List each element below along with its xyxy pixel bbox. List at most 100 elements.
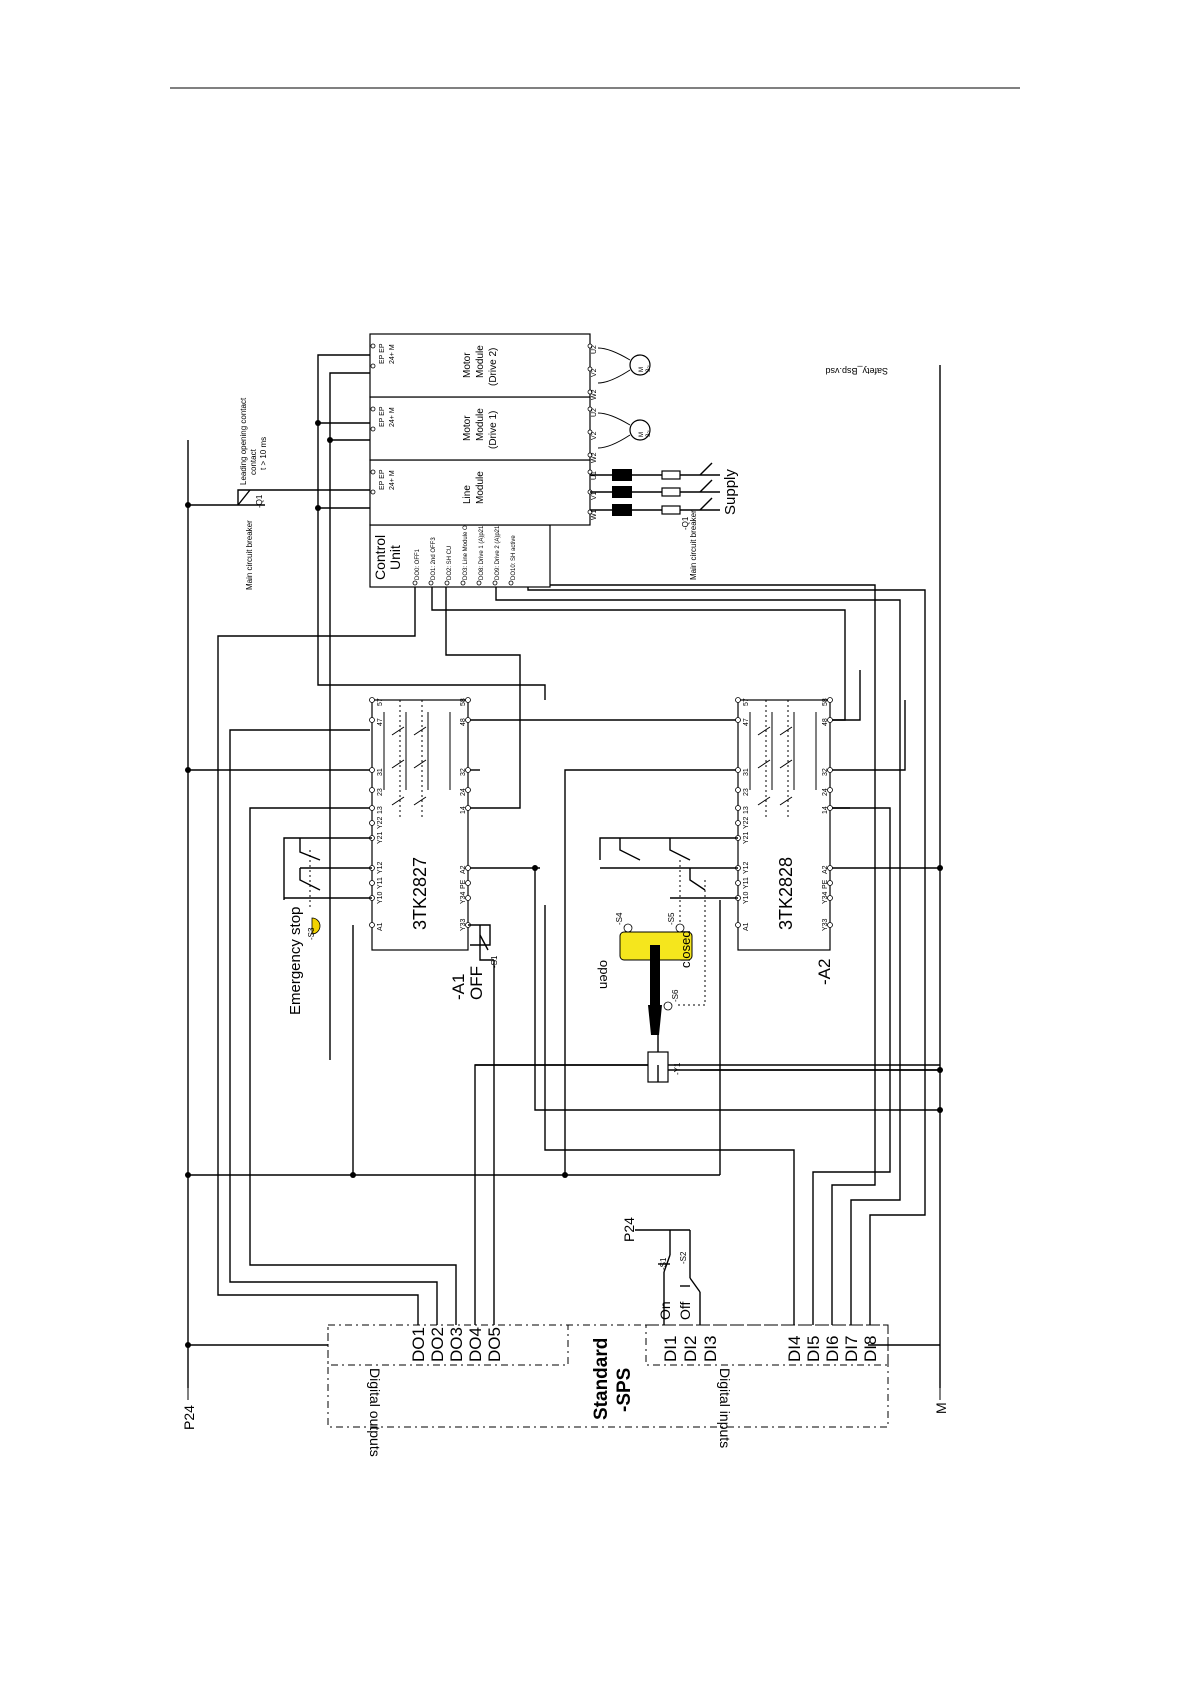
- plc-switch-on: On: [657, 1301, 673, 1320]
- motor-2-icon: [629, 354, 651, 376]
- plc-inputs-label: Digital inputs: [717, 1368, 733, 1448]
- relay_a1-terminal-y34: [465, 895, 471, 901]
- relay_a2-terminal-32: [827, 767, 833, 773]
- plc-output-do3: DO3: [447, 1327, 466, 1362]
- breaker-top-label: Main circuit breaker: [245, 520, 254, 590]
- relay_a1-terminal-32: [465, 767, 471, 773]
- svg-text:3~: 3~: [646, 430, 652, 437]
- relay_a1-terminal-label-y10: Y10: [377, 891, 384, 904]
- plc-input-di2: DI2: [681, 1336, 700, 1362]
- relay_a2-terminal-31: [735, 767, 741, 773]
- relay_a1-terminal-label-58: 58: [460, 698, 467, 706]
- relay_a1-terminal-47: [369, 717, 375, 723]
- plc-input-di5: DI5: [804, 1336, 823, 1362]
- emergency-stop-s3: Emergency stop -S3: [283, 837, 372, 1015]
- relay_a2-terminal-label-31: 31: [743, 768, 750, 776]
- plc-input-di7: DI7: [842, 1336, 861, 1362]
- module-name: Module: [475, 345, 486, 378]
- module-ep-label: EP EP: [379, 406, 386, 427]
- relay_a2-terminal-label-13: 13: [743, 806, 750, 814]
- module-output-label-u2: U2: [591, 408, 598, 417]
- module-output-label-v1: V1: [591, 491, 598, 500]
- choke-icon: [612, 504, 632, 516]
- relay_a2-terminal-24: [827, 787, 833, 793]
- relay-a1-off: OFF: [467, 966, 486, 1000]
- estop-mushroom-icon: [311, 917, 321, 935]
- module-output-w2: [587, 389, 593, 395]
- relay_a1-terminal-label-23: 23: [377, 788, 384, 796]
- breaker-top-contact-2: contact: [249, 448, 258, 475]
- module-output-w2: [587, 452, 593, 458]
- relay_a1-terminal-24: [465, 787, 471, 793]
- supply-phases: [590, 462, 720, 516]
- cu-output-terminal: [460, 580, 466, 586]
- module-name: Module: [475, 471, 486, 504]
- relay_a1-terminal-label-24: 24: [460, 788, 467, 796]
- cu-output-terminal: [508, 580, 514, 586]
- module-output-label-w2: W2: [591, 389, 598, 400]
- plc-switch-p24: P24: [621, 1217, 637, 1242]
- relay_a2-terminal-y11: [735, 880, 741, 886]
- module-0: [369, 459, 591, 526]
- module-output-label-v2: V2: [591, 431, 598, 440]
- cu-output-label: DO8: Drive 1 (A)p2161: [479, 518, 485, 580]
- door-interlock: open closed -S4 -S5 -S6 -Y1: [475, 837, 940, 1083]
- relay_a2-terminal-47: [735, 717, 741, 723]
- module-output-u2: [587, 343, 593, 349]
- plc-output-do1: DO1: [409, 1327, 428, 1362]
- plc-output-do4: DO4: [466, 1327, 485, 1362]
- plc-standard-sps: Standard -SPS Digital outputs Digital in…: [327, 1324, 889, 1457]
- relay_a1-terminal-14: [465, 805, 471, 811]
- door-closed-label: closed: [678, 930, 693, 968]
- relay_a2-terminal-57: [735, 697, 741, 703]
- relay_a2-terminal-label-24: 24: [822, 788, 829, 796]
- relay_a2-terminal-48: [827, 717, 833, 723]
- relay_a2-terminal-label-y34: Y34: [822, 891, 829, 904]
- module-output-label-v2: V2: [591, 368, 598, 377]
- relay_a1-terminal-label-57: 57: [377, 698, 384, 706]
- module-1: [369, 396, 591, 461]
- plc-output-do2: DO2: [428, 1327, 447, 1362]
- p24-rail: P24: [181, 440, 197, 1430]
- relay_a1-terminal-label-32: 32: [460, 768, 467, 776]
- relay_a1-terminal-pe: [465, 880, 471, 886]
- relay_a2-terminal-label-a1: A1: [743, 922, 750, 931]
- plc-input-di6: DI6: [823, 1336, 842, 1362]
- relay_a1-terminal-57: [369, 697, 375, 703]
- breaker-top-contact: Leading opening contact: [239, 397, 248, 485]
- relay_a2-terminal-y34: [827, 895, 833, 901]
- control-unit-title-2: Unit: [387, 545, 403, 570]
- safety-relay-a1: 3TK2827 -A1 OFF -S1 A1Y10Y11Y12Y21Y22132…: [369, 697, 499, 1000]
- relay_a1-terminal-label-a1: A1: [377, 922, 384, 931]
- relay_a2-terminal-label-pe: PE: [822, 879, 829, 889]
- relay_a2-terminal-label-a2: A2: [822, 865, 829, 874]
- module-output-u2: [587, 406, 593, 412]
- svg-text:M: M: [639, 432, 645, 437]
- relay-a1-model: 3TK2827: [410, 857, 430, 930]
- plc-input-di4: DI4: [785, 1336, 804, 1362]
- relay_a1-terminal-label-a2: A2: [460, 865, 467, 874]
- relay_a2-terminal-label-58: 58: [822, 698, 829, 706]
- choke-icon: [612, 486, 632, 498]
- module-name: Line: [462, 485, 473, 504]
- relay_a2-terminal-14: [827, 805, 833, 811]
- motor-drive-1: M 3~: [597, 412, 652, 449]
- fuse-icon: [661, 505, 681, 515]
- cu-output-label: DO10: SH active: [511, 535, 517, 580]
- plc-input-di1: DI1: [661, 1336, 680, 1362]
- fuse-icon: [661, 487, 681, 497]
- control-unit-title-1: Control: [372, 535, 388, 580]
- relay-a1-tag: -A1: [449, 974, 468, 1000]
- relay_a1-terminal-label-y33: Y33: [460, 918, 467, 931]
- relay_a1-terminal-31: [369, 767, 375, 773]
- module-name: Motor: [462, 352, 473, 378]
- relay_a1-terminal-23: [369, 787, 375, 793]
- module-name: (Drive 1): [488, 411, 499, 449]
- estop-label: Emergency stop: [287, 907, 304, 1015]
- relay_a1-terminal-label-47: 47: [377, 718, 384, 726]
